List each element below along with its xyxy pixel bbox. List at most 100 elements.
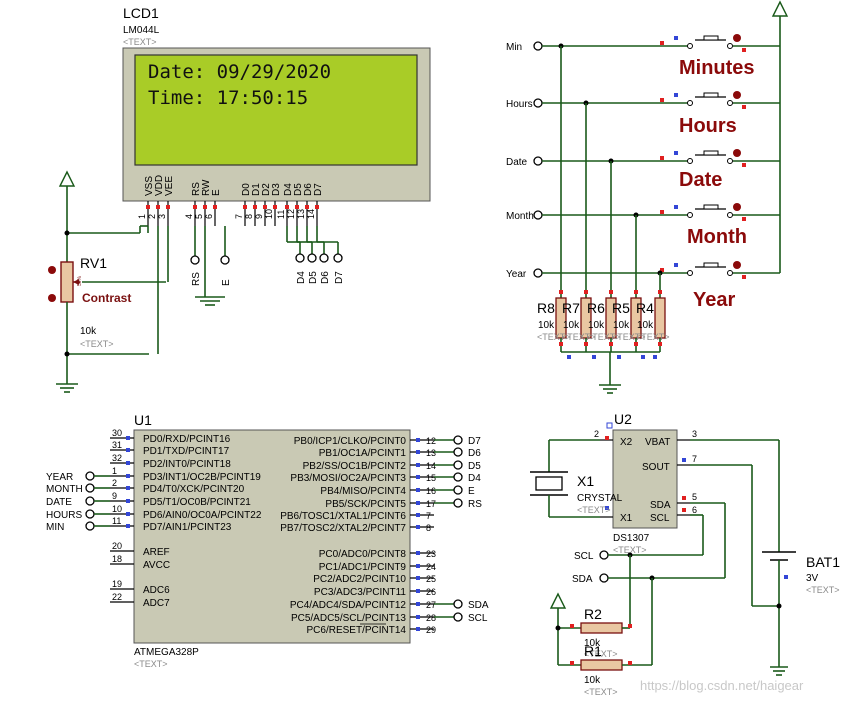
resistor-text-tag: <TEXT> xyxy=(562,332,596,342)
pot-down-icon[interactable] xyxy=(48,294,56,302)
crystal-model: CRYSTAL xyxy=(577,493,623,504)
pot-ref: RV1 xyxy=(80,255,107,271)
push-button-icon[interactable] xyxy=(733,91,741,99)
mcu-pin-name: PB1/OC1A/PCINT1 xyxy=(319,448,407,459)
i2c-pullups: SCL SDA R2 10k <TEXT> R1 10k <TEXT> xyxy=(549,502,726,697)
push-button-icon[interactable] xyxy=(733,149,741,157)
rtc-pin-vbat: VBAT xyxy=(645,437,670,448)
resistor-value: 10k xyxy=(637,320,654,331)
pot-contrast-label: Contrast xyxy=(82,291,131,305)
mcu-pin-name: PB3/MOSI/OC2A/PCINT3 xyxy=(290,473,406,484)
r1-ref: R1 xyxy=(584,643,602,659)
lcd-ctrl-terminal xyxy=(220,255,230,265)
mcu-left-terminal-label: DATE xyxy=(46,497,72,508)
mcu-right-terminal xyxy=(453,599,463,609)
vcc-arrow-icon xyxy=(549,592,567,609)
scl-terminal xyxy=(599,550,609,560)
button-terminal-label: Hours xyxy=(506,99,533,110)
mcu-model: ATMEGA328P xyxy=(134,647,199,658)
resistor-text-tag: <TEXT> xyxy=(636,332,670,342)
lcd-pin-label: D0 xyxy=(241,183,252,196)
button-label: Year xyxy=(693,289,735,311)
rtc-num-sda: 5 xyxy=(692,492,697,502)
mcu-pin-name: PC2/ADC2/PCINT10 xyxy=(313,574,406,585)
lcd-pin-number: 1 xyxy=(137,214,147,219)
mcu-pin-name: PC3/ADC3/PCINT11 xyxy=(314,587,407,598)
mcu-pin-number: 22 xyxy=(112,592,122,602)
mcu-right-terminal-label: D6 xyxy=(468,448,481,459)
button-terminal-label: Min xyxy=(506,42,522,53)
lcd-pin-label: RW xyxy=(201,179,212,196)
resistor-value: 10k xyxy=(613,320,630,331)
lcd-pin-number: 11 xyxy=(276,210,286,219)
mcu-pin-number: 29 xyxy=(426,625,436,635)
mcu-right-terminal-label: D4 xyxy=(468,473,481,484)
rtc-num-vbat: 3 xyxy=(692,429,697,439)
vcc-arrow-icon xyxy=(771,0,789,17)
mcu-pin-number: 10 xyxy=(112,504,122,514)
r1-text-tag: <TEXT> xyxy=(584,687,618,697)
lcd-data-terminal xyxy=(319,253,329,263)
mcu-pin-name: PD1/TXD/PCINT17 xyxy=(143,446,230,457)
resistor-r1 xyxy=(580,659,623,671)
mcu-right-terminal xyxy=(453,472,463,482)
button-label: Minutes xyxy=(679,57,755,79)
lcd-pin-label: VDD xyxy=(154,175,165,196)
pot-body xyxy=(60,261,74,303)
mcu-right-terminal-label: RS xyxy=(468,499,482,510)
mcu-pin-name: PC6/RESET/PCINT14 xyxy=(307,625,407,636)
mcu-right-terminal-label: SDA xyxy=(468,600,489,611)
mcu-right-terminal-label: SCL xyxy=(468,613,488,624)
lcd-pin-label: D6 xyxy=(303,183,314,196)
mcu-pin-number: 30 xyxy=(112,428,122,438)
lcd-pin-number: 4 xyxy=(184,214,194,219)
r2-ref: R2 xyxy=(584,606,602,622)
button-terminal xyxy=(533,268,543,278)
lcd-pin-label: RS xyxy=(191,182,202,196)
mcu-right-terminal xyxy=(453,612,463,622)
resistor-text-tag: <TEXT> xyxy=(537,332,571,342)
lcd-screen xyxy=(134,54,418,166)
mcu-pin-number: 24 xyxy=(426,562,436,572)
resistor-text-tag: <TEXT> xyxy=(612,332,646,342)
lcd-data-terminal-label: D4 xyxy=(296,271,307,284)
rtc-pin-x1: X1 xyxy=(620,513,633,524)
mcu-right-terminal-label: D7 xyxy=(468,436,481,447)
resistor-ref: R5 xyxy=(612,300,630,316)
mcu-pin-name: PB7/TOSC2/XTAL2/PCINT7 xyxy=(280,523,406,534)
lcd-pin-number: 5 xyxy=(194,214,204,219)
mcu-pin-number: 9 xyxy=(112,491,117,501)
lcd-pin-number: 9 xyxy=(254,214,264,219)
lcd-pin-number: 2 xyxy=(147,214,157,219)
button-terminal-label: Year xyxy=(506,269,527,280)
mcu-pin-name: ADC6 xyxy=(143,585,170,596)
push-button-icon[interactable] xyxy=(733,203,741,211)
lcd-line-2: Time: 17:50:15 xyxy=(148,87,308,109)
resistor-ref: R8 xyxy=(537,300,555,316)
button-label: Month xyxy=(687,226,747,248)
mcu-pin-number: 11 xyxy=(112,516,121,526)
push-button-icon[interactable] xyxy=(733,261,741,269)
pot-up-icon[interactable] xyxy=(48,266,56,274)
lcd-ctrl-terminal-label: E xyxy=(221,279,232,286)
lcd-pin-number: 6 xyxy=(204,214,214,219)
mcu-right-terminal xyxy=(453,447,463,457)
mcu-pin-number: 17 xyxy=(426,499,436,509)
lcd-pin-number: 8 xyxy=(244,214,254,219)
crystal-body xyxy=(535,476,563,491)
push-button-icon[interactable] xyxy=(733,34,741,42)
lcd-text-tag: <TEXT> xyxy=(123,37,157,47)
mcu-pin-number: 7 xyxy=(426,511,431,521)
lcd-pin-label: VSS xyxy=(144,176,155,196)
potentiometer-rv1: 50% RV1 Contrast 10k <TEXT> xyxy=(48,170,166,393)
lcd-pin-label: D7 xyxy=(313,183,324,196)
resistor-ref: R6 xyxy=(587,300,605,316)
lcd-data-terminal-label: D7 xyxy=(334,271,345,284)
battery-bat1: BAT1 3V <TEXT> xyxy=(690,439,840,676)
lcd-pin-label: D5 xyxy=(293,183,304,196)
pot-percent: 50% xyxy=(77,275,83,286)
lcd-line-1: Date: 09/29/2020 xyxy=(148,61,331,83)
mcu-body xyxy=(133,429,411,644)
rtc-pin-sout: SOUT xyxy=(642,462,670,473)
r2-value: 10k xyxy=(584,638,601,649)
